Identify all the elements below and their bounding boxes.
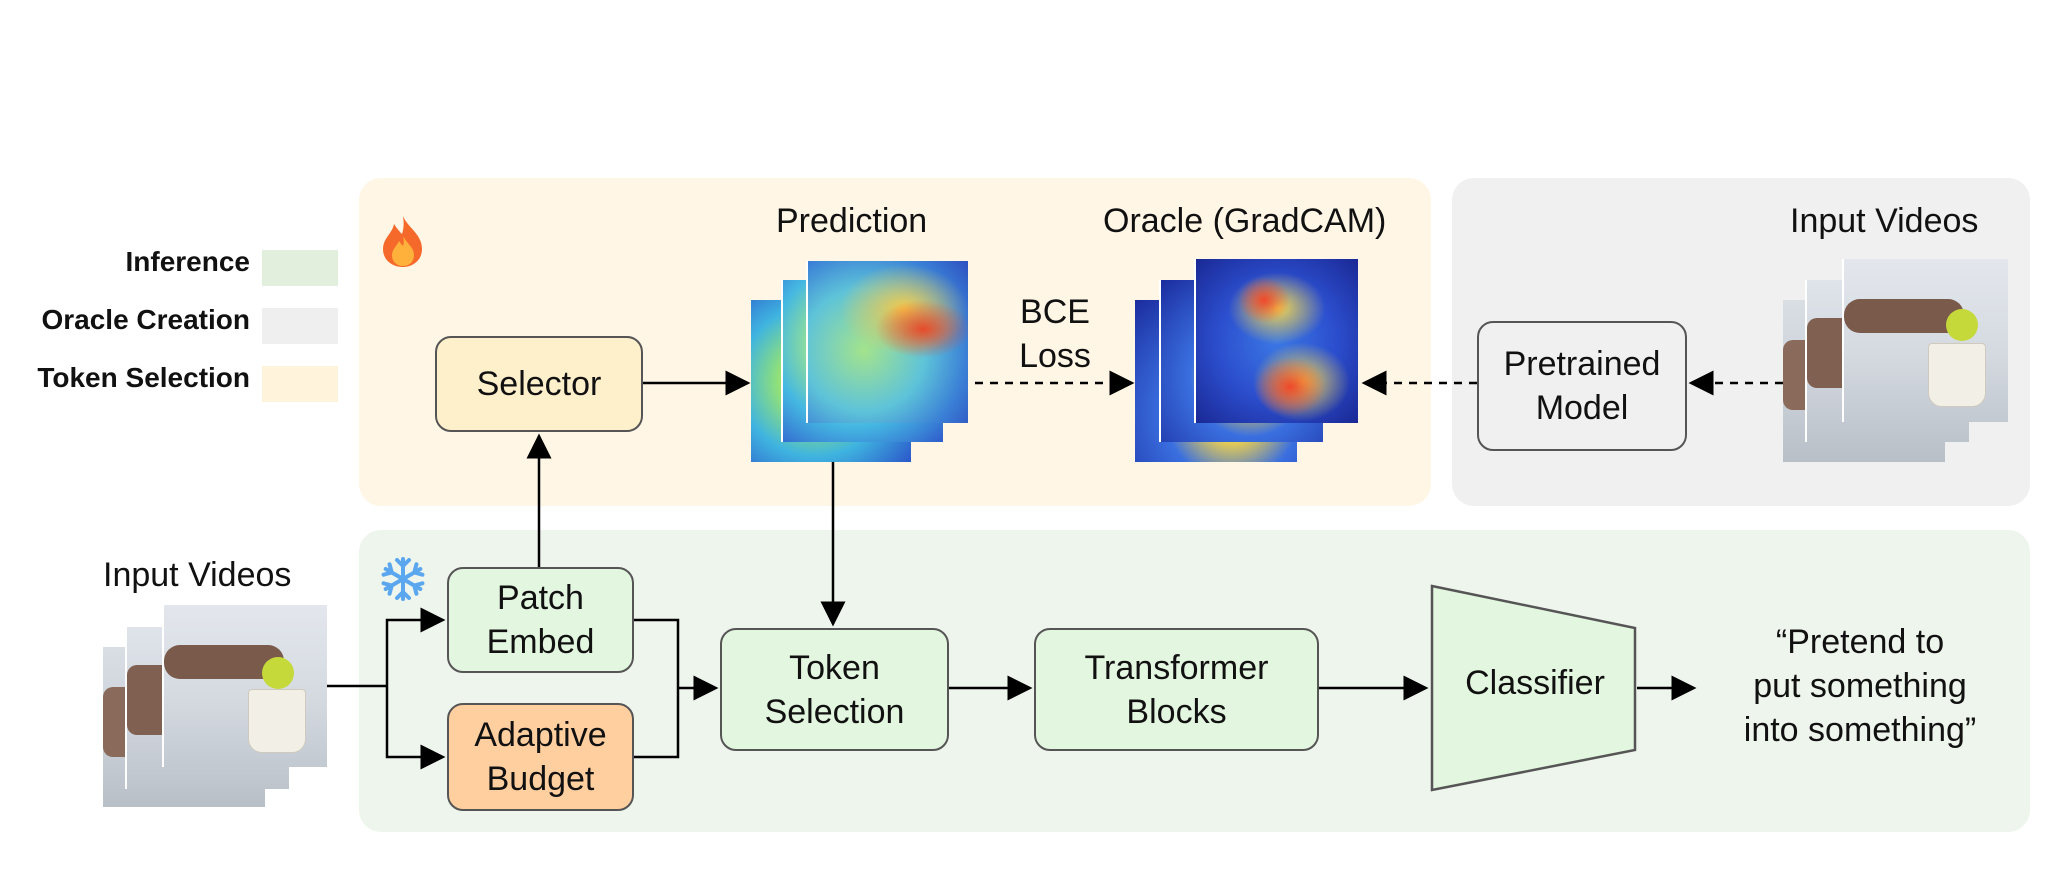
legend-token-selection-swatch xyxy=(262,366,338,402)
arrow-to-patch-embed xyxy=(385,607,446,686)
inference-input-videos-label: Input Videos xyxy=(103,556,292,594)
oracle-video-frame xyxy=(1844,259,2008,422)
prediction-heatmap-frame xyxy=(808,261,968,423)
pretrained-model-box: Pretrained Model xyxy=(1477,321,1687,451)
arrow-to-adaptive-budget xyxy=(385,686,446,770)
bce-loss-label: BCE Loss xyxy=(1019,293,1091,375)
prediction-label: Prediction xyxy=(776,202,928,240)
legend-inference-label: Inference xyxy=(125,246,251,277)
oracle-input-videos-label: Input Videos xyxy=(1790,202,1979,240)
classifier-label: Classifier xyxy=(1465,664,1605,702)
legend-oracle-creation-label: Oracle Creation xyxy=(41,304,250,335)
adaptive-budget-box: Adaptive Budget xyxy=(447,703,634,811)
snowflake-icon xyxy=(380,557,426,601)
legend-token-selection-label: Token Selection xyxy=(37,362,250,393)
transformer-blocks-box: Transformer Blocks xyxy=(1034,628,1319,751)
oracle-heatmap-frame xyxy=(1196,259,1358,423)
fire-icon xyxy=(383,216,422,267)
connector-patch-merge xyxy=(634,618,680,759)
legend-oracle-creation-swatch xyxy=(262,308,338,344)
inference-video-frame xyxy=(164,605,327,767)
patch-embed-box: Patch Embed xyxy=(447,567,634,673)
legend-inference-swatch xyxy=(262,250,338,286)
classifier-shape xyxy=(1430,584,1637,792)
oracle-gradcam-label: Oracle (GradCAM) xyxy=(1103,202,1387,240)
output-caption: “Pretend to put something into something… xyxy=(1743,623,1977,749)
selector-box: Selector xyxy=(435,336,643,432)
token-selection-box: Token Selection xyxy=(720,628,949,751)
